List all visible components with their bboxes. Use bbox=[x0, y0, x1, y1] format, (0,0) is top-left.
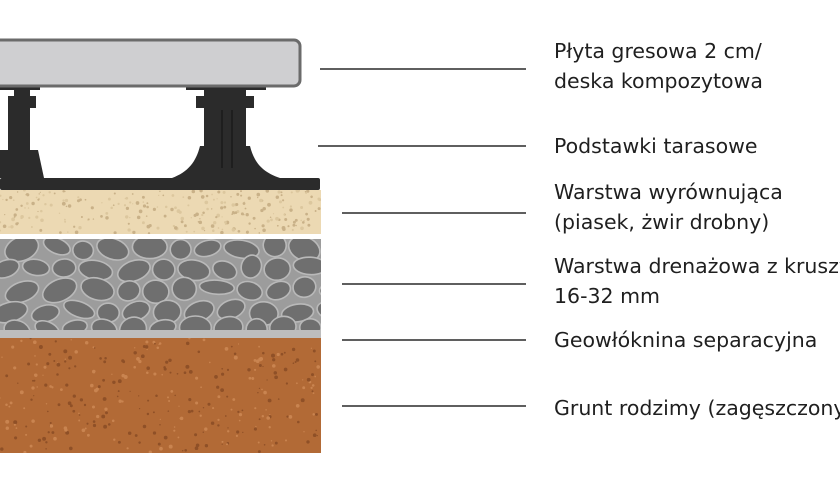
label-drainage-line-2: 16-32 mm bbox=[554, 284, 661, 308]
pedestal-base-strip bbox=[0, 178, 320, 190]
label-soil-line-1: Grunt rodzimy (zagęszczony) bbox=[554, 396, 840, 420]
label-pedestals: Podstawki tarasowe bbox=[554, 131, 758, 161]
label-geotextile: Geowłóknina separacyjna bbox=[554, 325, 817, 355]
tile-slab bbox=[0, 38, 302, 88]
leveling-sand-layer bbox=[0, 190, 321, 234]
label-leveling-line-1: Warstwa wyrównująca bbox=[554, 180, 783, 204]
soil-layer bbox=[0, 338, 321, 453]
geotextile-layer bbox=[0, 330, 321, 338]
label-tile-line-2: deska kompozytowa bbox=[554, 69, 763, 93]
label-drainage: Warstwa drenażowa z kruszywa 16-32 mm bbox=[554, 251, 840, 311]
label-leveling: Warstwa wyrównująca (piasek, żwir drobny… bbox=[554, 177, 783, 237]
label-drainage-line-1: Warstwa drenażowa z kruszywa bbox=[554, 254, 840, 278]
pedestal-left bbox=[0, 84, 44, 178]
pedestal-right bbox=[172, 84, 280, 178]
label-soil: Grunt rodzimy (zagęszczony) bbox=[554, 393, 840, 423]
label-geotextile-line-1: Geowłóknina separacyjna bbox=[554, 328, 818, 352]
leader-lines bbox=[318, 68, 526, 407]
label-leveling-line-2: (piasek, żwir drobny) bbox=[554, 210, 770, 234]
label-tile-line-1: Płyta gresowa 2 cm/ bbox=[554, 39, 762, 63]
drainage-gravel-layer bbox=[0, 239, 321, 330]
label-tile: Płyta gresowa 2 cm/ deska kompozytowa bbox=[554, 36, 763, 96]
label-pedestals-line-1: Podstawki tarasowe bbox=[554, 134, 758, 158]
